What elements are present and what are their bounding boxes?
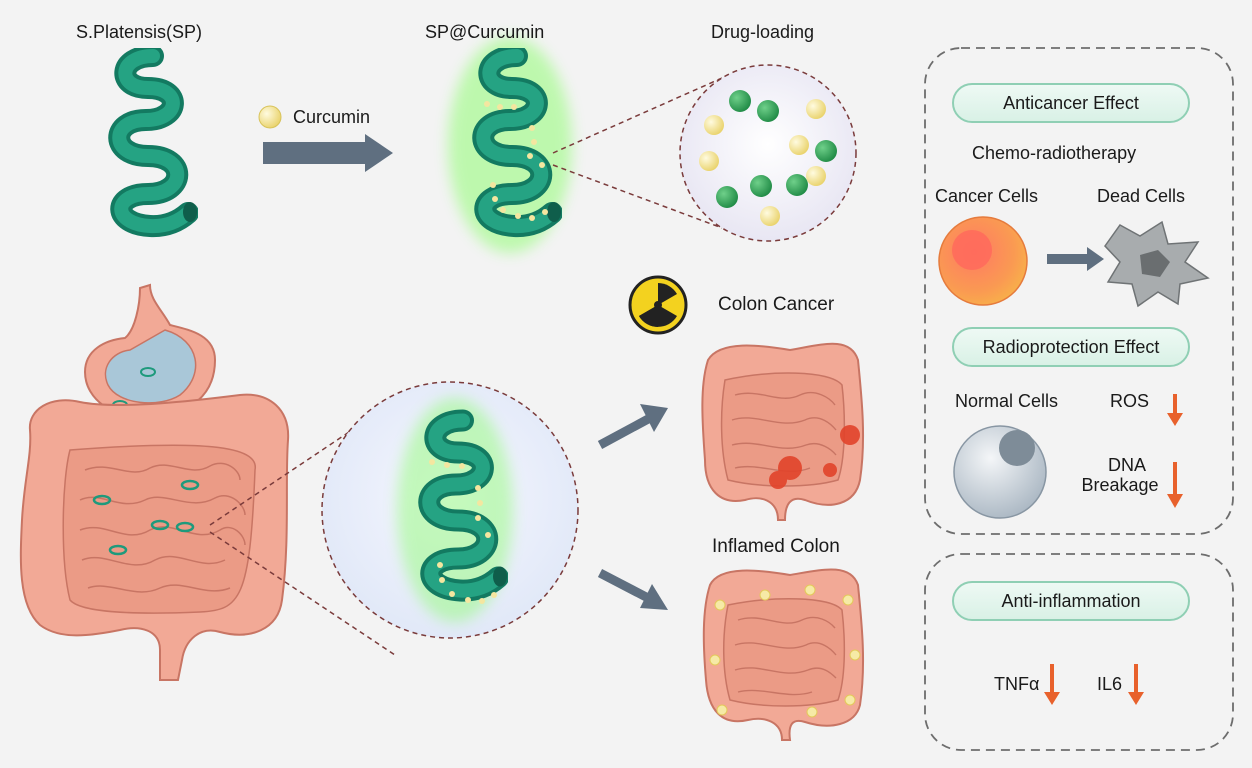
breakage-label: Breakage [1081, 475, 1159, 495]
process-arrow [263, 134, 393, 172]
normal-cell [953, 425, 1047, 519]
digestive-tract [19, 283, 290, 681]
normal-cells-label: Normal Cells [955, 391, 1059, 411]
inflamed-colon-illustration [702, 568, 865, 741]
ros-decrease-arrow-icon [1167, 394, 1183, 426]
curcumin-ball [258, 105, 282, 129]
colon-cancer-illustration [701, 342, 865, 521]
anticancer-effect-title: Anticancer Effect [952, 83, 1190, 123]
radioprotection-effect-title: Radioprotection Effect [952, 327, 1190, 367]
colon-cancer-label: Colon Cancer [718, 294, 835, 315]
anti-inflammation-title: Anti-inflammation [952, 581, 1190, 621]
chemo-radiotherapy-label: Chemo-radiotherapy [972, 143, 1137, 163]
anti-inflammation-panel-border [924, 553, 1234, 751]
sp-spiral [119, 56, 197, 226]
gut-zoom-bubble [321, 381, 579, 639]
ros-label: ROS [1110, 391, 1150, 411]
dead-cells-label: Dead Cells [1097, 186, 1186, 206]
dna-label: DNA [1107, 455, 1146, 475]
zoom-line-gut-bottom [209, 531, 396, 656]
effects-panel-border [924, 47, 1234, 535]
radiation-hazard-icon [628, 275, 688, 335]
dna-breakage-decrease-arrow-icon [1167, 462, 1183, 508]
inflamed-colon-label: Inflamed Colon [712, 536, 840, 557]
arrow-to-inflamed-colon [597, 569, 668, 610]
zoom-line-top [552, 77, 723, 154]
drug-loading-bubble [679, 64, 857, 242]
il6-label: IL6 [1097, 674, 1123, 694]
sp-curcumin-spiral [448, 37, 572, 253]
curcumin-label: Curcumin [293, 107, 371, 127]
cancer-cells-label: Cancer Cells [935, 186, 1039, 206]
tnf-alpha-label: TNFα [994, 674, 1040, 694]
sp-label: S.Platensis(SP) [76, 22, 203, 42]
cell-transition-arrow [1047, 247, 1104, 271]
zoom-line-bottom [552, 164, 723, 229]
drug-loading-label: Drug-loading [711, 22, 815, 42]
arrow-to-colon-cancer [597, 404, 668, 449]
cancer-cell [938, 216, 1028, 306]
sp-curcumin-label: SP@Curcumin [425, 22, 545, 42]
il6-decrease-arrow-icon [1128, 664, 1144, 705]
tnf-decrease-arrow-icon [1044, 664, 1060, 705]
dead-cell [1104, 220, 1210, 308]
